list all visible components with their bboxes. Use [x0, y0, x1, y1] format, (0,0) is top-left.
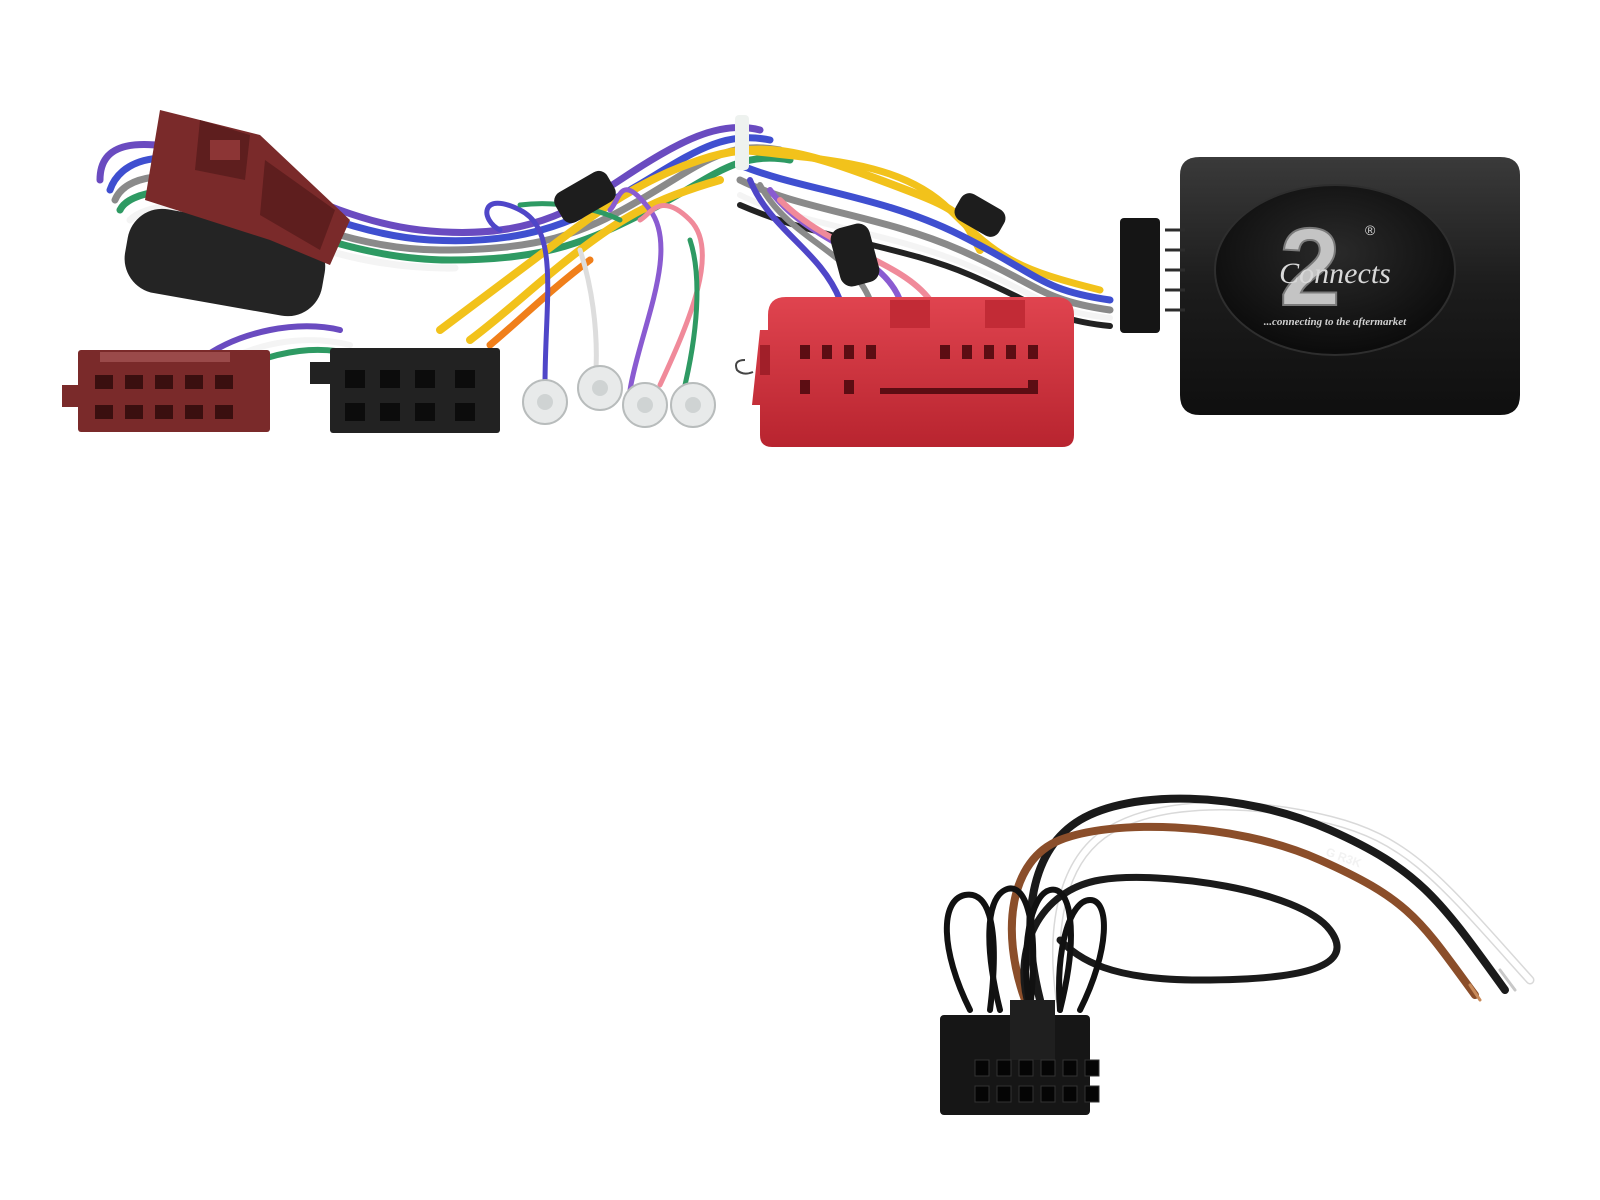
- patch-wire-black-loop: [1020, 873, 1341, 1014]
- patch-loop-1: [943, 891, 997, 1013]
- sleeve-yellow: [554, 170, 616, 224]
- patch-wire-black: [1026, 794, 1509, 1004]
- registered-mark: ®: [1365, 222, 1376, 238]
- patch-loop-4: [1056, 896, 1107, 1013]
- sleeve-red: [830, 223, 880, 287]
- iso-power-connector-top: [145, 110, 350, 265]
- steering-control-interface-module: 2 Connects ® ...connecting to the afterm…: [1120, 157, 1520, 415]
- wire-yellow-module: [736, 146, 1104, 294]
- brand-script: Connects: [1279, 257, 1391, 290]
- wire-purple-loop: [607, 187, 664, 393]
- iso-speaker-connector-black: [310, 348, 500, 433]
- patch-loop-2: [986, 885, 1037, 1013]
- wire-blue-loop: [484, 200, 551, 388]
- brand-tagline: ...connecting to the aftermarket: [1264, 316, 1407, 328]
- patch-wire-brown: [1007, 822, 1479, 1004]
- patch-lead-connector-12pin: [940, 1000, 1100, 1115]
- main-harness-wires: [96, 123, 1114, 393]
- wire-orange: [486, 256, 594, 349]
- wire-red-conn-1: [747, 177, 843, 303]
- wire-pink-loop: [637, 203, 705, 388]
- iso-speaker-connector-maroon: [62, 350, 270, 432]
- wire-green-loop-2: [682, 237, 700, 388]
- module-emblem: [1214, 184, 1456, 356]
- wire-white-loop: [577, 247, 599, 388]
- patch-loop-3: [1023, 886, 1074, 1013]
- patch-lead: G R3K: [943, 794, 1535, 1014]
- sleeve-module: [954, 193, 1006, 237]
- vehicle-connector-red: [735, 297, 1074, 447]
- bullet-pin-terminals: [522, 365, 716, 428]
- cable-tie: [735, 115, 749, 170]
- wire-blue-module: [736, 161, 1114, 304]
- brand-numeral: 2: [1279, 206, 1340, 329]
- wire-yellow-a: [436, 145, 984, 334]
